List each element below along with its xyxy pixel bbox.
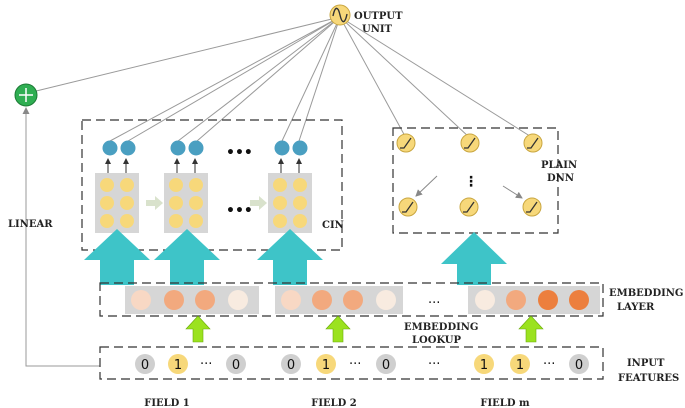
- feature-map-3: [268, 173, 312, 233]
- green-arrows: [185, 315, 544, 343]
- cin-label: CIN: [322, 220, 344, 231]
- embedding-field-2: [275, 286, 403, 314]
- input-value: 1: [174, 358, 182, 373]
- input-value: 1: [516, 358, 524, 373]
- input-value: 0: [141, 358, 149, 373]
- cin-box: [81, 119, 343, 251]
- teal-arrow-1: [84, 229, 150, 285]
- teal-arrow-2: [154, 229, 220, 285]
- embedding-ellipsis: ...: [428, 292, 440, 307]
- dnn-connection-arrows: [415, 175, 523, 199]
- feature-map-2: [164, 173, 208, 233]
- embedding-field-m: [468, 286, 600, 314]
- dnn-vertical-ellipsis: ⋮: [464, 174, 478, 190]
- cin-output-nodes-3: [274, 140, 308, 173]
- input-field-m: [474, 354, 589, 374]
- output-unit: [329, 4, 351, 26]
- input-value: 0: [382, 358, 390, 373]
- input-ellipsis: ···: [543, 357, 555, 372]
- green-arrow-2: [325, 315, 351, 343]
- plain-dnn-label-dnn: DNN: [547, 173, 574, 184]
- output-connection-lines: [27, 16, 534, 142]
- field-1-label: FIELD 1: [144, 398, 190, 408]
- embedding-layer-box: [99, 282, 604, 317]
- input-value: 1: [480, 358, 488, 373]
- dnn-neurons: [396, 133, 543, 217]
- embedding-lookup-label: EMBEDDING: [404, 322, 478, 333]
- cin-flow-arrow-1: [146, 196, 163, 210]
- cin-output-nodes-1: [102, 140, 136, 173]
- cin-flow-arrow-2: [250, 196, 267, 210]
- green-arrow-3: [518, 315, 544, 343]
- input-features-label: INPUT: [627, 358, 665, 369]
- embedding-lookup-label-lookup: LOOKUP: [412, 335, 462, 346]
- teal-arrow-3: [257, 229, 323, 285]
- field-2-label: FIELD 2: [311, 398, 357, 408]
- embedding-layer-label: EMBEDDING: [609, 288, 683, 299]
- sum-node: [14, 83, 38, 107]
- plain-dnn-label: PLAIN: [541, 160, 577, 171]
- plain-dnn-box: [392, 127, 559, 234]
- input-value: 1: [322, 358, 330, 373]
- green-arrow-1: [185, 315, 211, 343]
- output-label: OUTPUT: [354, 11, 403, 22]
- linear-label: LINEAR: [8, 219, 53, 230]
- embedding-field-1: [125, 286, 259, 314]
- cin-nodes-ellipsis: •••: [226, 145, 253, 161]
- teal-arrow-4: [441, 232, 507, 285]
- output-label-unit: UNIT: [362, 24, 393, 35]
- cin-output-nodes-2: [170, 140, 204, 173]
- input-value: 0: [575, 358, 583, 373]
- field-m-label: FIELD m: [480, 398, 530, 408]
- feature-map-1: [95, 173, 139, 233]
- input-ellipsis: ···: [349, 357, 361, 372]
- input-field-1: [135, 354, 246, 374]
- input-value: 0: [232, 358, 240, 373]
- input-features-label-features: FEATURES: [618, 373, 679, 384]
- input-value: 0: [287, 358, 295, 373]
- embedding-layer-label-layer: LAYER: [617, 302, 655, 313]
- input-fields-ellipsis: ...: [428, 353, 440, 368]
- input-features-box: [99, 346, 604, 380]
- teal-arrows: [84, 229, 507, 285]
- cin-ellipsis: •••: [226, 203, 253, 219]
- input-ellipsis: ···: [200, 357, 212, 372]
- input-field-2: [281, 354, 396, 374]
- linear-path: [22, 107, 100, 367]
